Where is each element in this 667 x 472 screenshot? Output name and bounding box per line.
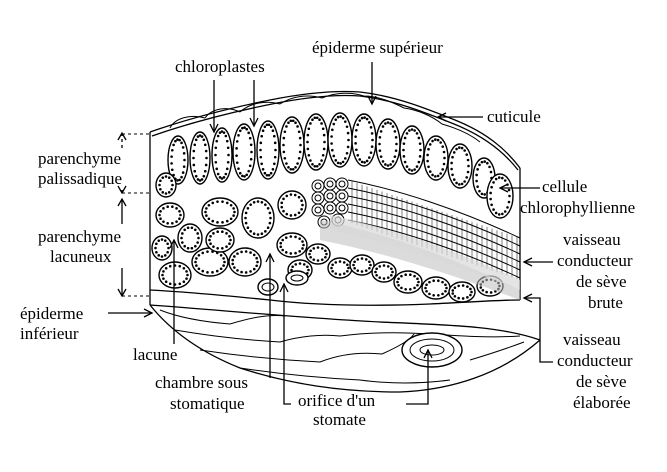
- xylem-ring: [335, 201, 349, 215]
- lower-epidermis-cell-wall: [279, 334, 341, 343]
- label-seve-elaboree-1: vaisseau: [563, 330, 621, 349]
- label-epiderme-inferieur-1: épiderme: [20, 304, 83, 323]
- label-seve-brute-3: de sève: [576, 272, 627, 291]
- palisade-parenchyma-cells: [155, 112, 514, 219]
- xylem-ring: [323, 201, 337, 215]
- spongy-cell: [155, 202, 185, 228]
- spongy-parenchyma-cells: [151, 190, 504, 303]
- label-cellule-chlorophyllienne-1: cellule: [542, 177, 587, 196]
- palisade-cell: [447, 143, 473, 189]
- spongy-cell: [177, 223, 203, 253]
- palisade-cell: [155, 172, 177, 198]
- xylem-ring: [323, 189, 337, 203]
- label-seve-elaboree-3: de sève: [576, 372, 627, 391]
- xylem-ring: [335, 189, 349, 203]
- palisade-cell: [303, 113, 329, 171]
- spongy-cell: [228, 247, 262, 277]
- label-chambre-sous-stomatique-2: stomatique: [170, 394, 245, 413]
- spongy-cell: [201, 197, 239, 227]
- palisade-cell: [232, 123, 256, 181]
- label-cellule-chlorophyllienne-2: chlorophyllienne: [520, 198, 635, 217]
- label-parenchyme-palissadique-1: parenchyme: [38, 149, 121, 168]
- xylem-ring: [323, 177, 337, 191]
- lower-epidermis-cell-wall: [381, 333, 415, 355]
- palisade-cell: [279, 116, 305, 174]
- label-seve-elaboree-2: conducteur: [557, 351, 633, 370]
- lower-epidermis-cell-wall: [159, 309, 231, 325]
- label-parenchyme-palissadique-2: palissadique: [38, 169, 122, 188]
- lower-epidermis-cell-wall: [239, 367, 361, 381]
- spongy-cell: [448, 281, 476, 303]
- lower-epidermis-cell-wall: [229, 315, 286, 325]
- palisade-cell: [211, 127, 233, 183]
- spongy-cell: [421, 276, 451, 300]
- chlorophyll-cell: [486, 173, 514, 219]
- spongy-cell: [349, 254, 375, 276]
- spongy-cell: [305, 243, 331, 265]
- spongy-cell: [277, 190, 307, 220]
- label-seve-brute-1: vaisseau: [563, 230, 621, 249]
- spongy-cell: [158, 261, 192, 289]
- spongy-cell: [327, 257, 353, 279]
- spongy-cell: [371, 261, 397, 283]
- phloem-zone-light: [330, 215, 520, 290]
- xylem-ring: [335, 177, 349, 191]
- lower-stomate-group: [401, 332, 463, 368]
- palisade-cell: [256, 120, 280, 180]
- label-cuticule: cuticule: [487, 107, 541, 126]
- stomata: [257, 270, 309, 296]
- spongy-cell: [205, 227, 235, 253]
- label-parenchyme-lacuneux-1: parenchyme: [38, 227, 121, 246]
- lower-epidermis-cell-wall: [199, 349, 321, 363]
- leaf-outline: [149, 90, 541, 393]
- palisade-cell: [423, 135, 449, 181]
- palisade-cell: [375, 118, 401, 170]
- lower-epidermis-cell-wall: [319, 352, 383, 363]
- label-chloroplastes: chloroplastes: [175, 57, 265, 76]
- upper-epidermis-cells: [169, 92, 481, 143]
- label-parenchyme-lacuneux-2: lacuneux: [50, 247, 112, 266]
- stomate-guard-cell-left: [257, 278, 279, 296]
- spongy-cell: [151, 235, 173, 261]
- vascular-bundle: [311, 177, 521, 300]
- xylem-ring: [311, 191, 325, 205]
- lower-epidermis-cell-wall: [174, 329, 281, 343]
- lower-epidermis-cell-wall: [359, 379, 451, 384]
- label-seve-brute-4: brute: [588, 293, 623, 312]
- label-seve-brute-2: conducteur: [557, 251, 633, 270]
- spongy-cell: [393, 270, 423, 294]
- xylem-vessel-rings: [311, 177, 349, 229]
- palisade-cell: [399, 125, 425, 175]
- palisade-cell: [327, 112, 353, 168]
- label-epiderme-inferieur-2: inférieur: [20, 324, 79, 343]
- spongy-cell: [241, 197, 275, 239]
- xylem-ring: [311, 203, 325, 217]
- xylem-ring: [311, 179, 325, 193]
- label-orifice-stomate-2: stomate: [313, 410, 366, 429]
- palisade-cell: [351, 113, 377, 167]
- lower-epidermis-cell-wall: [469, 341, 525, 361]
- palisade-cell: [189, 131, 211, 185]
- phloem-zone: [320, 220, 520, 300]
- label-epiderme-superieur: épiderme supérieur: [312, 38, 443, 57]
- palisade-cell: [167, 135, 189, 185]
- annotations: chloroplastes épiderme supérieur cuticul…: [20, 38, 635, 429]
- label-chambre-sous-stomatique-1: chambre sous: [155, 373, 248, 392]
- label-lacune: lacune: [133, 345, 177, 364]
- stomate-guard-cell-right: [285, 270, 309, 286]
- label-seve-elaboree-4: élaborée: [573, 393, 631, 412]
- label-orifice-stomate-1: orifice d'un: [298, 391, 376, 410]
- spongy-cell: [276, 232, 308, 258]
- xylem-vessel-line: [347, 179, 521, 239]
